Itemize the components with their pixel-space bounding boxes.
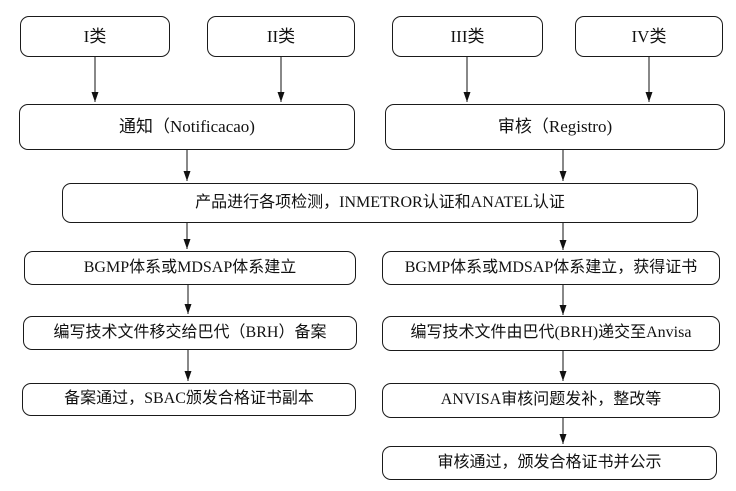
node-left-3: 备案通过，SBAC颁发合格证书副本 [22,383,356,416]
node-testing: 产品进行各项检测，INMETROR认证和ANATEL认证 [62,183,698,223]
node-right-2-label: 编写技术文件由巴代(BRH)递交至Anvisa [410,324,692,342]
node-right-4-label: 审核通过，颁发合格证书并公示 [437,453,662,471]
node-left-2-label: 编写技术文件移交给巴代（BRH）备案 [53,323,327,341]
node-right-1-label: BGMP体系或MDSAP体系建立，获得证书 [404,258,698,276]
node-right-2: 编写技术文件由巴代(BRH)递交至Anvisa [382,316,720,351]
node-class-ii-label: II类 [266,26,296,46]
node-class-iv-label: IV类 [631,26,667,46]
node-left-1: BGMP体系或MDSAP体系建立 [24,251,356,285]
node-testing-label: 产品进行各项检测，INMETROR认证和ANATEL认证 [195,193,565,211]
node-right-3-label: ANVISA审核问题发补，整改等 [440,391,662,409]
node-right-1: BGMP体系或MDSAP体系建立，获得证书 [382,251,720,285]
node-notification: 通知（Notificacao) [19,104,355,150]
node-left-2: 编写技术文件移交给巴代（BRH）备案 [23,316,357,350]
node-right-3: ANVISA审核问题发补，整改等 [382,383,720,418]
node-registro-label: 审核（Registro) [497,117,613,137]
node-class-i-label: I类 [83,26,107,46]
node-class-iii-label: III类 [450,26,485,46]
node-class-i: I类 [20,16,170,57]
node-class-iv: IV类 [575,16,723,57]
node-right-4: 审核通过，颁发合格证书并公示 [382,446,717,480]
node-class-iii: III类 [392,16,543,57]
node-notification-label: 通知（Notificacao) [119,117,255,137]
node-class-ii: II类 [207,16,355,57]
node-registro: 审核（Registro) [385,104,725,150]
node-left-1-label: BGMP体系或MDSAP体系建立 [83,258,297,276]
node-left-3-label: 备案通过，SBAC颁发合格证书副本 [64,390,314,408]
